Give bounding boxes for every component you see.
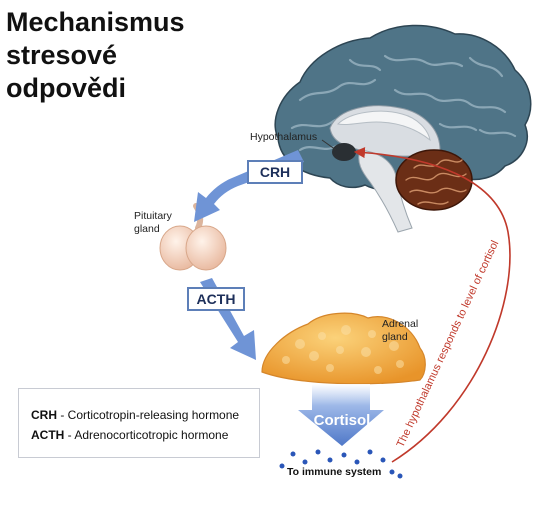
hypothalamus-pointer [321,139,337,151]
title-line-3: odpovědi [6,73,126,103]
title-line-1: Mechanismus [6,7,185,37]
pituitary-gland-illustration [159,203,227,271]
immune-system-label: To immune system [287,466,382,478]
adrenal-label-line-1: Adrenal [382,318,419,330]
pituitary-label: Pituitary gland [134,210,172,236]
legend-text-acth: - Adrenocorticotropic hormone [64,428,229,442]
title-line-2: stresové [6,40,118,70]
adrenal-label-line-2: gland [382,331,408,343]
cortisol-label: Cortisol [313,412,371,429]
adrenal-gland-illustration [261,312,426,385]
legend-row-crh: CRH - Corticotropin-releasing hormone [31,405,259,425]
legend-abbr-crh: CRH [31,408,57,422]
hypothalamus-region [332,143,356,161]
acth-box: ACTH [187,287,245,311]
hypothalamus-label: Hypothalamus [250,131,318,143]
pituitary-label-line-1: Pituitary [134,210,172,222]
pituitary-label-line-2: gland [134,223,160,235]
feedback-arrow [353,146,511,463]
cortisol-dots [279,449,403,479]
adrenal-label: Adrenal gland [382,318,418,344]
brainstem [358,149,413,233]
legend-text-crh: - Corticotropin-releasing hormone [57,408,240,422]
corpus-callosum [336,110,431,142]
legend-box: CRH - Corticotropin-releasing hormone AC… [18,388,260,458]
crh-box: CRH [247,160,303,184]
cortisol-arrow [298,384,384,446]
legend-abbr-acth: ACTH [31,428,65,442]
brain-illustration [274,24,532,233]
cerebellum [395,149,473,211]
legend-row-acth: ACTH - Adrenocorticotropic hormone [31,425,259,445]
page-title: Mechanismus stresové odpovědi [6,6,185,105]
